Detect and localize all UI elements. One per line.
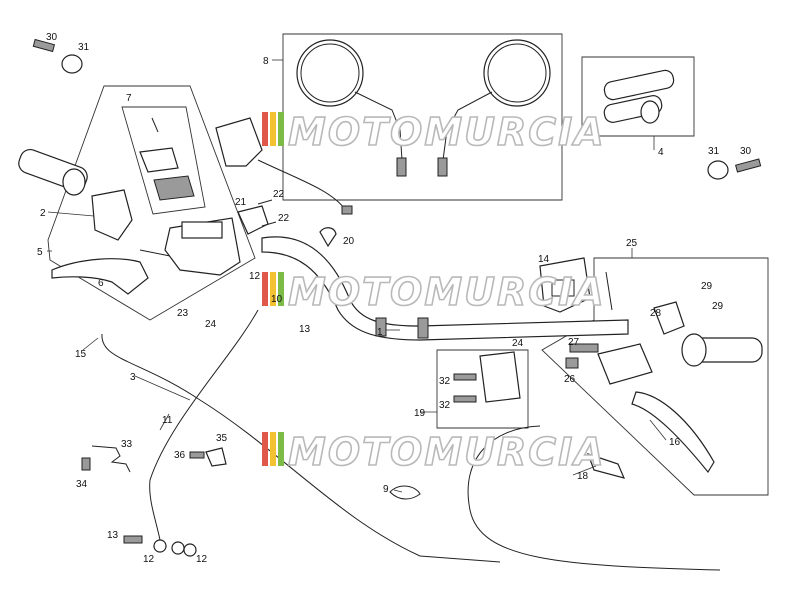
callout-35: 35 <box>216 433 228 444</box>
watermark-middle: MOTOMURCIA <box>262 269 606 315</box>
callout-23: 23 <box>177 308 189 319</box>
leader-lines <box>47 59 667 493</box>
frame-switch-19 <box>436 349 529 429</box>
callout-21: 21 <box>235 197 247 208</box>
callout-30b: 30 <box>740 146 752 157</box>
callout-6: 6 <box>98 278 104 289</box>
callout-28: 28 <box>650 308 662 319</box>
switch-housing-top <box>215 117 353 215</box>
cables <box>101 309 721 571</box>
callout-12: 12 <box>249 271 261 282</box>
callout-31: 31 <box>78 42 90 53</box>
callout-11: 11 <box>162 415 173 426</box>
callout-29: 29 <box>701 281 713 292</box>
callout-32: 32 <box>439 376 451 387</box>
watermark-top: MOTOMURCIA <box>262 109 606 155</box>
frame-clutch-assembly <box>541 257 769 496</box>
callout-14: 14 <box>538 254 550 265</box>
watermark-stripe-red <box>262 432 268 466</box>
callout-9: 9 <box>383 484 389 495</box>
callout-18: 18 <box>577 471 589 482</box>
callout-29b: 29 <box>712 301 724 312</box>
callout-labels: 30 31 7 8 2 22 21 22 20 5 6 12 10 13 1 2… <box>37 32 752 565</box>
watermark-text: MOTOMURCIA <box>288 430 606 474</box>
switch-housing-14 <box>539 257 591 313</box>
grip-pair <box>603 69 675 124</box>
callout-33: 33 <box>121 439 133 450</box>
callout-27: 27 <box>568 337 580 348</box>
watermark-text: MOTOMURCIA <box>288 110 606 154</box>
callout-36: 36 <box>174 450 186 461</box>
callout-7: 7 <box>126 93 132 104</box>
callout-8: 8 <box>263 56 269 67</box>
watermark-stripe-yellow <box>270 272 276 306</box>
callout-25: 25 <box>626 238 638 249</box>
callout-24b: 24 <box>512 338 524 349</box>
handlebar <box>261 236 629 341</box>
callout-13b: 13 <box>107 530 119 541</box>
watermark-stripe-yellow <box>270 112 276 146</box>
callout-10: 10 <box>271 294 283 305</box>
callout-22: 22 <box>273 189 285 200</box>
frame-brake-pump-assembly <box>47 85 256 321</box>
callout-26: 26 <box>564 374 576 385</box>
left-grip <box>18 148 133 241</box>
callout-32b: 32 <box>439 400 451 411</box>
watermark-text: MOTOMURCIA <box>288 270 606 314</box>
callout-34: 34 <box>76 479 88 490</box>
watermark-stripe-green <box>278 272 284 306</box>
callout-4: 4 <box>658 147 664 158</box>
watermark-stripe-red <box>262 272 268 306</box>
clamp-parts <box>237 199 337 248</box>
brake-pump <box>139 217 241 276</box>
callout-13: 13 <box>299 324 311 335</box>
callout-3: 3 <box>130 372 136 383</box>
callout-15: 15 <box>75 349 87 360</box>
bar-end-screw-left <box>32 38 83 74</box>
watermark-stripe-red <box>262 112 268 146</box>
callout-20: 20 <box>343 236 355 247</box>
watermark-stripe-yellow <box>270 432 276 466</box>
brake-lever <box>51 258 149 295</box>
clutch-assembly <box>565 271 763 474</box>
lower-left-hardware <box>81 445 227 557</box>
callout-16: 16 <box>669 437 681 448</box>
callout-5: 5 <box>37 247 43 258</box>
left-mirror <box>296 39 407 177</box>
callout-30: 30 <box>46 32 58 43</box>
watermark-bottom: MOTOMURCIA <box>262 429 606 475</box>
callout-22b: 22 <box>278 213 290 224</box>
frame-grips <box>581 56 695 137</box>
callout-31b: 31 <box>708 146 720 157</box>
callout-12b: 12 <box>143 554 155 565</box>
callout-12c: 12 <box>196 554 208 565</box>
master-cylinder-kit <box>139 117 195 201</box>
callout-2: 2 <box>40 208 46 219</box>
watermark-stripe-green <box>278 112 284 146</box>
switch-19 <box>453 351 521 403</box>
frame-master-cylinder-kit <box>121 106 206 215</box>
callout-19: 19 <box>414 408 426 419</box>
callout-24: 24 <box>205 319 217 330</box>
bar-end-screw-right <box>707 158 762 180</box>
right-mirror <box>437 39 551 177</box>
callout-1: 1 <box>377 327 383 338</box>
watermark-stripe-green <box>278 432 284 466</box>
